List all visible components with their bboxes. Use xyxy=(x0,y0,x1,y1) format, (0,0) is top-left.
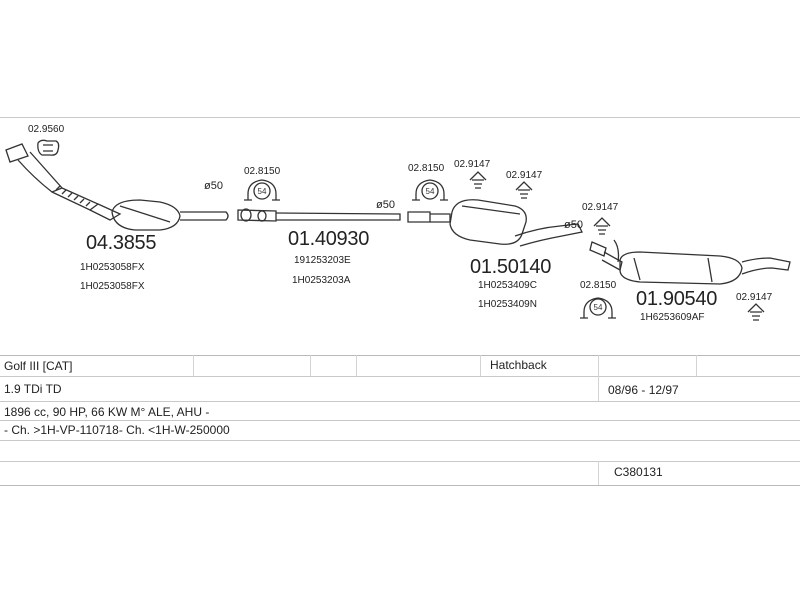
gasket-label: 02.9560 xyxy=(28,124,65,135)
table-row-divider xyxy=(0,440,800,441)
vehicle-model: Golf III [CAT] xyxy=(4,359,73,373)
parts-drawing: 54 54 54 xyxy=(5,139,791,321)
part-1-oem-2: 1H0253058FX xyxy=(80,281,145,292)
table-bottom-border xyxy=(0,485,800,486)
clamp-size-1: 54 xyxy=(258,187,267,196)
part-1-oem-1: 1H0253058FX xyxy=(80,262,145,273)
part-3-oem-1: 1H0253409C xyxy=(478,280,537,291)
clamp-label-1: 02.8150 xyxy=(244,166,281,177)
table-col-divider xyxy=(310,355,311,376)
diameter-label-2: ø50 xyxy=(376,199,395,211)
hanger-label-1: 02.9147 xyxy=(454,159,491,170)
part-4-oem-1: 1H6253609AF xyxy=(640,312,705,323)
table-col-divider xyxy=(193,355,194,376)
table-row-divider xyxy=(0,420,800,421)
hanger-label-2: 02.9147 xyxy=(506,170,543,181)
hanger-icon xyxy=(747,303,765,321)
clamp-icon xyxy=(244,179,280,201)
part-number-2: 01.40930 xyxy=(288,228,370,250)
clamp-label-2: 02.8150 xyxy=(408,163,445,174)
top-border xyxy=(0,117,800,118)
table-col-divider xyxy=(598,461,599,485)
hanger-icon xyxy=(469,171,487,189)
clamp-icon xyxy=(412,179,448,201)
part-number-1: 04.3855 xyxy=(86,232,157,254)
clamp-icon xyxy=(580,297,616,319)
gasket-icon xyxy=(37,139,60,156)
table-col-divider xyxy=(356,355,357,376)
part-2-oem-1: 191253203E xyxy=(294,255,351,266)
catalytic-converter-pipe xyxy=(5,143,229,231)
part-number-4: 01.90540 xyxy=(636,288,718,310)
table-col-divider xyxy=(598,376,599,401)
catalog-number: C380131 xyxy=(614,465,663,479)
vehicle-chassis: - Ch. >1H-VP-110718- Ch. <1H-W-250000 xyxy=(4,423,230,437)
centre-silencer xyxy=(407,199,583,247)
hanger-icon xyxy=(593,217,611,235)
clamp-size-3: 54 xyxy=(594,303,603,312)
table-row-divider xyxy=(0,461,800,462)
diameter-label-1: ø50 xyxy=(204,180,223,192)
part-3-oem-2: 1H0253409N xyxy=(478,299,537,310)
table-col-divider xyxy=(598,355,599,376)
diameter-label-3: ø50 xyxy=(564,219,583,231)
hanger-label-3: 02.9147 xyxy=(582,202,619,213)
table-row-divider xyxy=(0,401,800,402)
table-col-divider xyxy=(696,355,697,376)
part-number-3: 01.50140 xyxy=(470,256,552,278)
vehicle-body-type: Hatchback xyxy=(490,358,547,372)
front-pipe xyxy=(237,208,401,222)
clamp-size-2: 54 xyxy=(426,187,435,196)
table-top-border xyxy=(0,355,800,356)
table-col-divider xyxy=(480,355,481,376)
clamp-label-3: 02.8150 xyxy=(580,280,617,291)
part-2-oem-2: 1H0253203A xyxy=(292,275,351,286)
vehicle-engine: 1.9 TDi TD xyxy=(4,382,62,396)
vehicle-specs: 1896 cc, 90 HP, 66 KW M° ALE, AHU - xyxy=(4,405,210,419)
vehicle-years: 08/96 - 12/97 xyxy=(608,383,679,397)
hanger-icon xyxy=(515,181,533,199)
table-row-divider xyxy=(0,376,800,377)
rear-silencer xyxy=(589,239,791,285)
hanger-label-4: 02.9147 xyxy=(736,292,773,303)
